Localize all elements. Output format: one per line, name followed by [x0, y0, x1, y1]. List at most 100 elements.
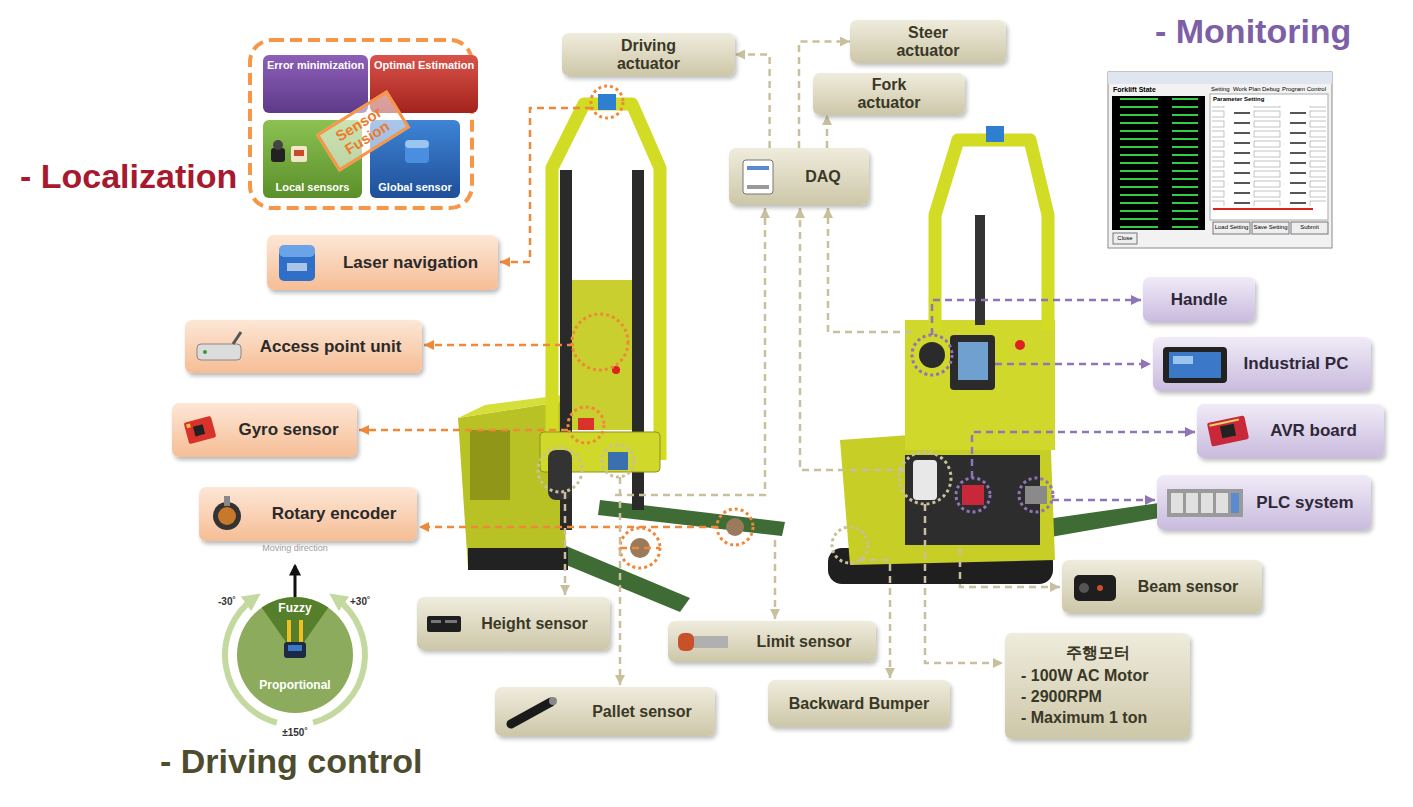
limit-icon — [690, 636, 728, 648]
monitoring-screenshot — [1210, 94, 1328, 220]
leader-line — [615, 208, 765, 495]
sensor-box: Laser navigation — [267, 235, 498, 290]
beam-icon — [1070, 569, 1120, 605]
forklift-right — [958, 342, 988, 380]
forklift-right — [962, 485, 984, 505]
robots-icon — [294, 150, 304, 156]
forklift-right — [913, 460, 937, 500]
screen-text: Forklift State — [1113, 86, 1156, 94]
control-box: AVR board — [1197, 404, 1384, 458]
angle-label: ±150˚ — [270, 727, 320, 739]
pallet-icon — [511, 702, 551, 724]
leader-line — [500, 108, 592, 262]
gyro-icon — [184, 416, 217, 444]
forklift-left — [552, 104, 660, 470]
callout-circle — [538, 448, 582, 492]
enc-icon — [224, 496, 230, 506]
callout-circle — [591, 86, 623, 118]
connector — [735, 55, 770, 149]
node-label: Driving actuator — [599, 37, 699, 72]
section-heading: - Monitoring — [1155, 12, 1351, 51]
node-label: Optimal Estimation — [374, 59, 474, 72]
screen-tab: Program Control — [1282, 86, 1326, 93]
avr-icon — [1205, 413, 1251, 449]
laser-icon — [287, 263, 307, 271]
plc-icon — [1186, 493, 1198, 513]
plc-icon — [1171, 493, 1183, 513]
control-box: Handle — [1143, 277, 1255, 322]
avr-icon — [1220, 424, 1236, 439]
node-label: Steer actuator — [878, 24, 978, 59]
sensor-box: Gyro sensor — [172, 403, 357, 457]
actuator-box: Steer actuator — [850, 20, 1006, 63]
plc-icon — [1165, 485, 1245, 521]
sensor-box: Height sensor — [417, 597, 610, 650]
ipc-icon — [1161, 343, 1229, 385]
callout-circle — [538, 86, 1053, 568]
daq-icon — [747, 185, 769, 189]
sensor-box: Pallet sensor — [495, 687, 715, 736]
screen-button: Save Setting — [1252, 224, 1289, 231]
monitoring-screenshot — [1108, 72, 1332, 248]
monitoring-screenshot — [1291, 222, 1328, 234]
forklift-left — [548, 450, 572, 500]
steering-zones — [237, 597, 353, 713]
sensor-box: Beam sensor — [1062, 560, 1262, 613]
node-label: AVR board — [1270, 421, 1357, 441]
ipc-icon — [1163, 347, 1227, 383]
spec-line: - Maximum 1 ton — [1021, 708, 1147, 729]
plc-icon — [1167, 489, 1243, 517]
node-label: Laser navigation — [343, 253, 478, 273]
pallet-icon — [503, 694, 563, 730]
screen-tab: Work Plan — [1233, 86, 1261, 93]
callout-circle — [717, 509, 753, 545]
plc-icon — [1201, 493, 1213, 513]
node-label: Gyro sensor — [238, 420, 338, 440]
gyro-icon — [186, 423, 191, 428]
ipc-icon — [1173, 356, 1193, 364]
node-label: Industrial PC — [1244, 354, 1349, 374]
monitoring-screenshot — [1252, 222, 1289, 234]
actuator-box: Driving actuator — [562, 33, 735, 76]
forklift-left — [578, 418, 594, 430]
height-icon — [425, 613, 463, 635]
node-label: Backward Bumper — [789, 695, 930, 713]
node-label: Beam sensor — [1138, 578, 1239, 596]
callout-circle — [568, 407, 604, 443]
enc-icon — [213, 502, 241, 530]
ap-icon — [203, 350, 207, 354]
forklift-left — [598, 94, 616, 110]
height-icon — [431, 620, 441, 623]
height-icon — [445, 620, 457, 623]
node-label: Fork actuator — [839, 76, 939, 111]
leader-line — [972, 432, 1195, 478]
forklift-right — [1025, 486, 1047, 504]
steering-zones — [284, 642, 306, 658]
leader-line — [828, 208, 912, 332]
screen-button: Submit — [1291, 224, 1328, 231]
robots-icon — [291, 146, 307, 162]
callout-circle — [832, 527, 868, 563]
ipc-icon — [1169, 352, 1221, 378]
forklift-right — [919, 342, 945, 368]
forklift-right — [935, 140, 1048, 330]
motor-spec-box: 주행모터- 100W AC Motor- 2900RPM- Maximum 1 … — [1005, 633, 1190, 739]
callout-circle — [572, 314, 628, 370]
plc-icon — [1231, 493, 1239, 513]
screen-tab: Setting — [1211, 86, 1230, 93]
node-label: Pallet sensor — [592, 703, 692, 721]
sensor-box: Backward Bumper — [768, 680, 950, 727]
daq-box: DAQ — [729, 148, 869, 205]
monitoring-screenshot — [1213, 208, 1313, 210]
laser-icon — [279, 245, 315, 257]
callout-circle — [602, 445, 634, 477]
actuator-box: Fork actuator — [813, 73, 965, 115]
cube-icon — [405, 140, 429, 148]
sensor-box: Access point unit — [185, 320, 422, 373]
monitoring-screenshot — [1113, 233, 1137, 244]
screen-button: Close — [1113, 235, 1137, 242]
direction-label: Moving direction — [255, 543, 335, 553]
monitoring-screenshot — [1113, 98, 1204, 228]
zone-label: Fuzzy — [265, 602, 325, 616]
